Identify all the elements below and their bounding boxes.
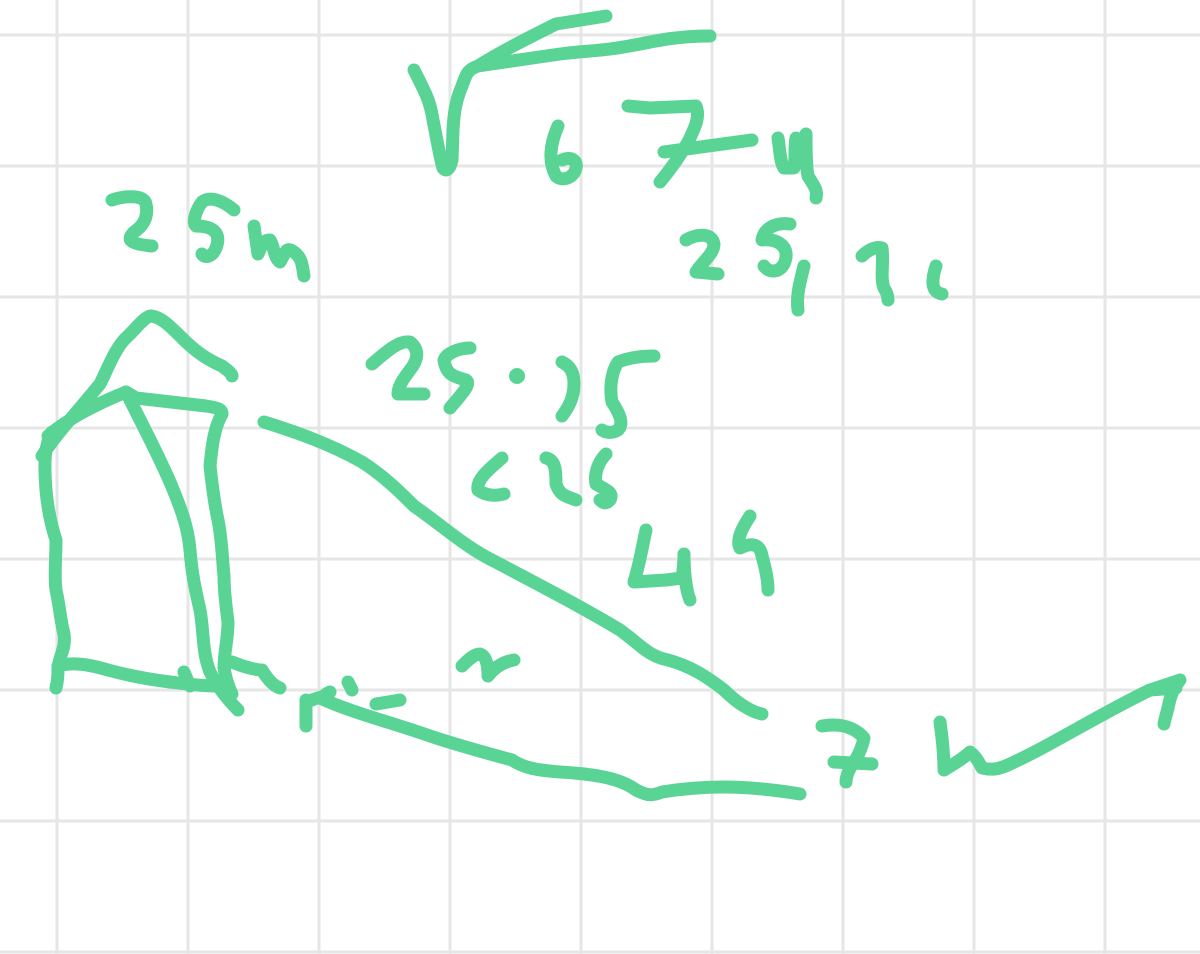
- tree-drawing: [35, 309, 245, 717]
- height-label-text: 25m: [112, 219, 114, 221]
- middle-expression: [365, 335, 661, 439]
- middle-result-2: [627, 509, 775, 607]
- radical-expression-text: √(6 7 4): [420, 59, 425, 61]
- middle-expression-text: 25 : 15: [372, 379, 376, 381]
- radical-result-text: 25.96: [690, 259, 693, 261]
- height-label-25m: [105, 190, 311, 283]
- hill-lines: [225, 415, 807, 802]
- small-mark: [455, 647, 521, 683]
- square-root-sign: [407, 9, 717, 177]
- radicand-digits: [544, 99, 823, 205]
- radical-result: [679, 217, 949, 317]
- middle-result-1: [471, 447, 618, 510]
- bottom-right-label: [815, 673, 1187, 789]
